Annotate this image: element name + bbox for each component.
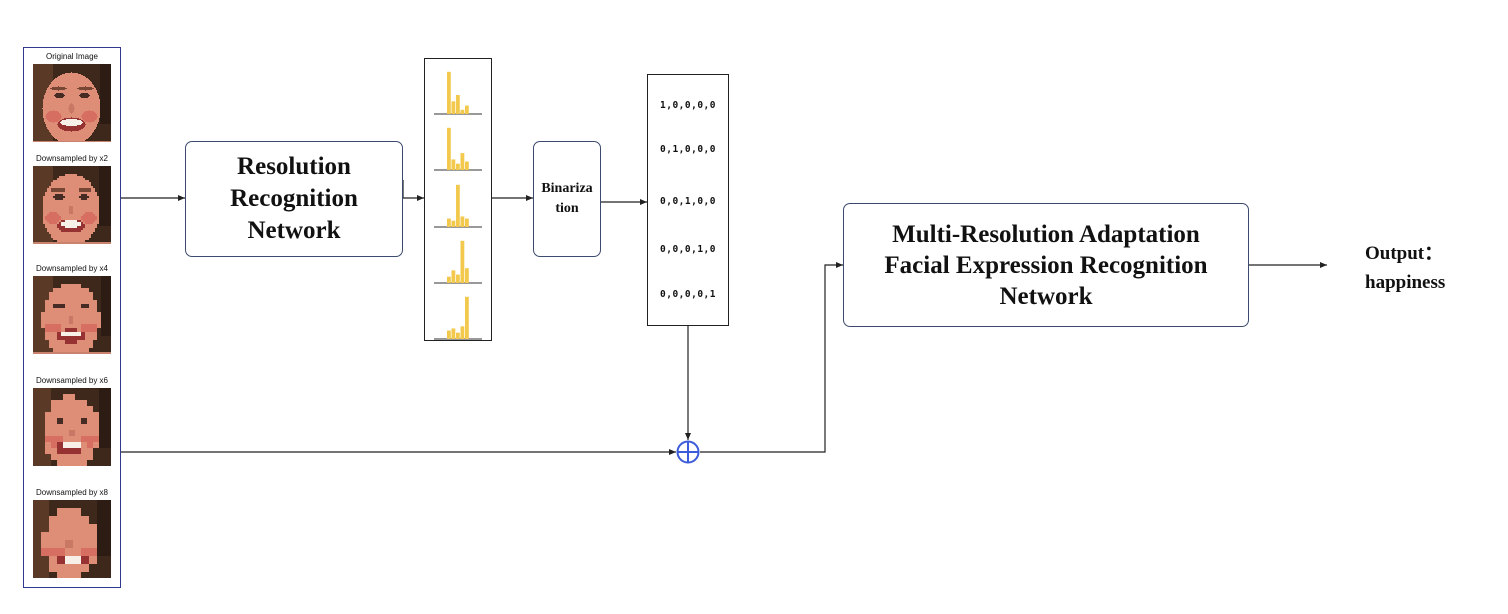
face-image-x4 bbox=[33, 276, 111, 354]
histogram-bar bbox=[465, 105, 469, 114]
histogram-bar bbox=[456, 332, 460, 339]
histogram-bar bbox=[447, 127, 451, 170]
histogram-bar bbox=[451, 159, 456, 170]
vector-row-1: 1,0,0,0,0 bbox=[660, 100, 716, 111]
histogram-bar bbox=[460, 240, 465, 283]
histogram-bar bbox=[451, 101, 456, 114]
fer-line-1: Multi-Resolution Adaptation bbox=[892, 220, 1200, 248]
histogram-bar bbox=[447, 71, 451, 114]
vector-row-2: 0,1,0,0,0 bbox=[660, 144, 716, 155]
rrn-line-2: Recognition bbox=[230, 185, 358, 212]
histogram-bar bbox=[460, 216, 465, 227]
image-label-x8: Downsampled by x8 bbox=[35, 488, 109, 497]
histogram-bar bbox=[465, 161, 469, 170]
rrn-line-1: Resolution bbox=[237, 153, 351, 180]
vector-row-3: 0,0,1,0,0 bbox=[660, 196, 716, 207]
image-label-x2: Downsampled by x2 bbox=[35, 154, 109, 163]
histogram-charts bbox=[434, 71, 482, 340]
histogram-bar bbox=[447, 276, 451, 283]
histogram-bar bbox=[456, 274, 460, 283]
histogram-bar bbox=[451, 220, 456, 227]
face-image-x6 bbox=[33, 388, 111, 466]
histogram-bar bbox=[451, 328, 456, 339]
histogram-bar bbox=[447, 330, 451, 339]
vector-row-4: 0,0,0,1,0 bbox=[660, 244, 716, 255]
arrow-rrn-to-hist bbox=[402, 180, 424, 201]
vector-row-5: 0,0,0,0,1 bbox=[660, 289, 716, 300]
histogram-bar bbox=[456, 95, 460, 114]
histogram-bar bbox=[465, 268, 469, 283]
binarization-box: Binariza tion bbox=[533, 141, 601, 257]
histogram-bar bbox=[460, 326, 465, 339]
probability-histogram-panel bbox=[424, 58, 492, 341]
face-image-x8 bbox=[33, 500, 111, 578]
binarization-line-1: Binariza bbox=[541, 181, 593, 196]
histogram-bar bbox=[456, 184, 460, 227]
one-hot-vector-panel: 1,0,0,0,0 0,1,0,0,0 0,0,1,0,0 0,0,0,1,0 … bbox=[647, 74, 729, 326]
output-title: Output： bbox=[1365, 243, 1444, 264]
image-label-x4: Downsampled by x4 bbox=[35, 264, 109, 273]
histogram-bar bbox=[465, 218, 469, 227]
histogram-bar bbox=[460, 153, 465, 170]
histogram-bar bbox=[465, 296, 469, 339]
image-label-original: Original Image bbox=[45, 52, 99, 61]
sum-node-icon bbox=[676, 440, 700, 464]
binarization-line-2: tion bbox=[555, 201, 579, 216]
histogram-bar bbox=[451, 270, 456, 283]
face-image-original bbox=[33, 64, 111, 142]
histogram-bar bbox=[447, 218, 451, 227]
arrow-sum-to-fer bbox=[700, 262, 843, 453]
fer-line-3: Network bbox=[999, 282, 1093, 310]
fer-line-2: Facial Expression Recognition bbox=[884, 251, 1208, 279]
multi-resolution-fer-network-box: Multi-Resolution Adaptation Facial Expre… bbox=[843, 203, 1249, 327]
image-panel: Original Image Downsampled by x2 Downsam… bbox=[23, 47, 121, 588]
histogram-bar bbox=[460, 109, 465, 114]
output-value: happiness bbox=[1365, 272, 1446, 293]
face-image-x2 bbox=[33, 166, 111, 244]
resolution-recognition-network-box: Resolution Recognition Network bbox=[185, 141, 403, 257]
image-label-x6: Downsampled by x6 bbox=[35, 376, 109, 385]
histogram-bar bbox=[456, 163, 460, 170]
rrn-line-3: Network bbox=[247, 217, 341, 244]
